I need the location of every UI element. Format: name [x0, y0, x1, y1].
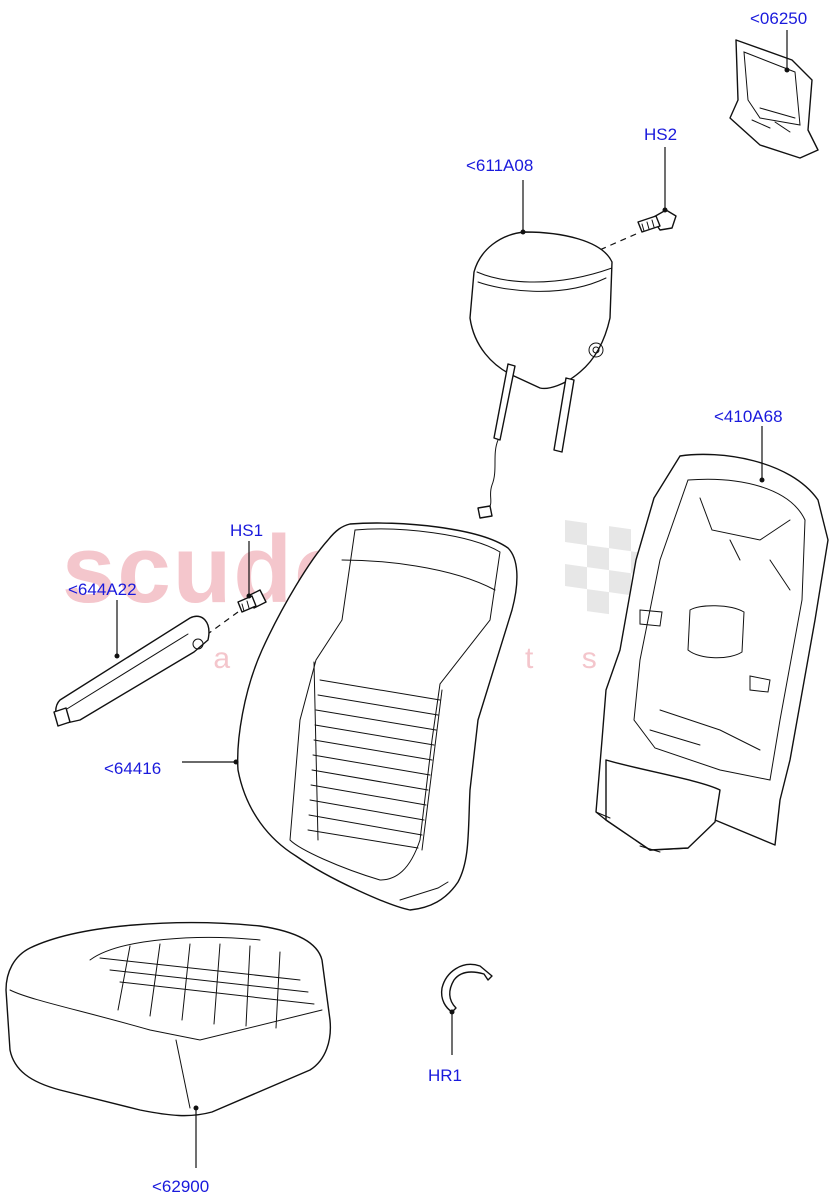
callout-hr1[interactable]: HR1 — [428, 1066, 463, 1085]
armrest-644a22 — [53, 600, 210, 727]
seat-cushion-cover-62900 — [5, 921, 332, 1168]
screw-hs1 — [204, 541, 267, 637]
clip-hr1 — [440, 963, 493, 1055]
callout-hs1[interactable]: HS1 — [230, 521, 264, 540]
seat-back-cover-64416 — [182, 522, 518, 911]
callout-644a22[interactable]: <644A22 — [68, 580, 137, 599]
callout-62900[interactable]: <62900 — [152, 1177, 210, 1196]
screw-hs2 — [594, 147, 677, 253]
backrest-frame-410a68 — [595, 426, 829, 853]
callout-410a68[interactable]: <410A68 — [714, 407, 783, 426]
callout-hs2[interactable]: HS2 — [644, 125, 678, 144]
callout-64416[interactable]: <64416 — [104, 759, 162, 778]
headrest-611a08 — [469, 180, 613, 519]
callout-06250[interactable]: <06250 — [750, 9, 808, 28]
callout-611a08[interactable]: <611A08 — [466, 156, 534, 175]
bracket-06250 — [729, 30, 819, 159]
